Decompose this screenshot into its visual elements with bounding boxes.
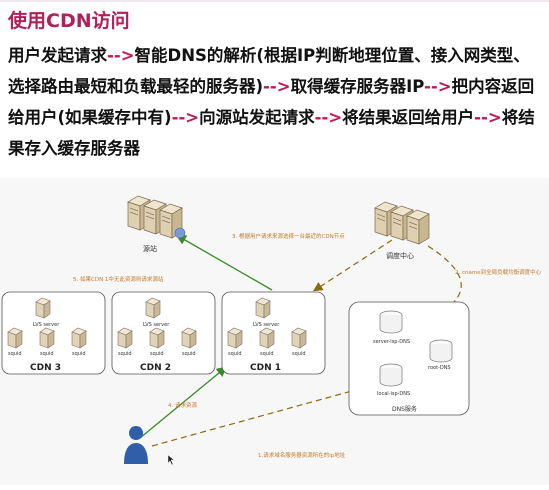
cdn2-lvs-label: LVS server — [143, 322, 170, 328]
cdn1-squid-label-3: squid — [292, 351, 306, 357]
step2-arrow — [427, 245, 462, 312]
cdn3-lvs-icon — [35, 297, 51, 319]
flow-step: 向源站发起请求 — [199, 108, 315, 127]
cdn3-node: LVS server squid squid squid CDN 3 — [1, 291, 106, 375]
server-isp-dns-label: server-isp-DNS — [373, 339, 410, 345]
cdn2-squid-icon-3 — [181, 327, 197, 349]
dns-service-node: server-isp-DNS root-DNS local-isp-DNS DN… — [348, 301, 470, 416]
flow-arrow: --> — [171, 108, 200, 127]
dispatch-center: 调度中心 — [374, 201, 430, 260]
cdn2-squid-icon-2 — [149, 327, 165, 349]
step5-arrow — [175, 234, 273, 291]
step1-label: 1.请求域名服务器资源所在的ip地址 — [258, 451, 346, 459]
flow-step: 将结果返回给用户 — [342, 108, 475, 127]
cdn1-node: LVS server squid squid squid CDN 1 — [221, 291, 326, 375]
cdn2-squid-icon-1 — [117, 327, 133, 349]
flow-description: 用户发起请求-->智能DNS的解析(根据IP判断地理位置、接入网类型、选择路由最… — [8, 40, 544, 164]
cdn1-squid-icon-3 — [291, 327, 307, 349]
dns-service-label: DNS服务 — [392, 405, 417, 413]
cdn-diagram-svg: 源站 调度中心 LVS server squid squid squid CDN… — [1, 195, 542, 466]
dispatch-label: 调度中心 — [386, 251, 414, 260]
cdn1-lvs-icon — [255, 297, 271, 319]
cdn2-squid-label-3: squid — [182, 351, 196, 357]
flow-step: 智能DNS的解析(根据IP判断地理位置、接入网类型、选择路由最短和负载最轻的服务… — [8, 46, 530, 96]
dns-service-box — [348, 301, 470, 416]
cdn1-squid-label-1: squid — [228, 351, 242, 357]
cdn1-lvs-label: LVS server — [253, 322, 280, 328]
page-title: 使用CDN访问 — [8, 10, 130, 32]
origin-server-icon — [127, 195, 183, 239]
cdn1-squid-label-2: squid — [260, 351, 274, 357]
server-isp-dns-icon — [379, 310, 403, 334]
cdn3-lvs-label: LVS server — [33, 322, 60, 328]
cdn1-label: CDN 1 — [250, 363, 281, 373]
step2-label: 2. cname到全局负载均衡调度中心 — [455, 268, 542, 276]
root-dns-icon — [429, 339, 453, 363]
cdn2-node: LVS server squid squid squid CDN 2 — [111, 291, 216, 375]
title-bar: 使用CDN访问 — [0, 0, 549, 34]
flow-arrow: --> — [314, 108, 343, 127]
cdn-diagram: 源站 调度中心 LVS server squid squid squid CDN… — [0, 178, 549, 485]
local-isp-dns-label: local-isp-DNS — [377, 391, 410, 397]
origin-label: 源站 — [143, 244, 157, 253]
flow-arrow: --> — [107, 46, 135, 65]
flow-step: 把内容返回给用户(如果缓存中有) — [8, 77, 535, 127]
dispatch-server-icon — [374, 201, 430, 245]
step3-label: 3. 根据用户请求来源选择一台最近的CDN节点 — [232, 232, 345, 240]
cdn3-squid-icon-2 — [39, 327, 55, 349]
cdn3-squid-icon-1 — [7, 327, 23, 349]
mouse-cursor-icon — [167, 454, 175, 466]
cdn1-squid-icon-2 — [259, 327, 275, 349]
flow-arrow: --> — [474, 108, 502, 127]
cdn2-squid-label-2: squid — [150, 351, 164, 357]
step4-arrow — [139, 366, 228, 439]
cdn3-squid-label-1: squid — [8, 351, 22, 357]
origin-site: 源站 — [127, 195, 186, 253]
flow-step: 将结果存入缓存服务器 — [8, 108, 535, 158]
cdn3-squid-icon-3 — [71, 327, 87, 349]
flow-arrow: --> — [263, 77, 291, 96]
cdn3-squid-label-2: squid — [40, 351, 54, 357]
origin-globe-icon — [174, 227, 186, 239]
step1-arrow — [151, 383, 373, 447]
root-dns-label: root-DNS — [428, 365, 451, 371]
step3-arrow — [312, 239, 393, 292]
cdn3-squid-label-3: squid — [72, 351, 86, 357]
flow-step: 取得缓存服务器IP — [290, 77, 425, 96]
user-icon — [124, 426, 148, 464]
step4-label: 4. 请求资源 — [168, 401, 197, 409]
cdn3-label: CDN 3 — [30, 363, 61, 373]
flow-arrow: --> — [424, 77, 452, 96]
cdn2-squid-label-1: squid — [118, 351, 132, 357]
cdn1-squid-icon-1 — [227, 327, 243, 349]
title-accent-line — [0, 0, 549, 2]
step5-label: 5. 如果CDN 1中无此资源则请求源站 — [73, 275, 164, 283]
local-isp-dns-icon — [379, 363, 403, 387]
cdn2-lvs-icon — [145, 297, 161, 319]
cdn2-label: CDN 2 — [140, 363, 171, 373]
flow-step: 用户发起请求 — [8, 46, 107, 65]
